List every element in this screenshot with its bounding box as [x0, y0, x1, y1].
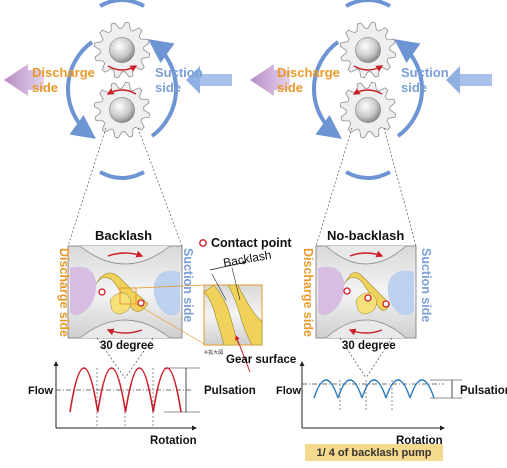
contact-point-marker	[98, 288, 106, 296]
contact-point-legend-icon	[199, 239, 207, 247]
zoom-guide-line	[67, 127, 107, 247]
backlash-title: Backlash	[95, 228, 152, 243]
backlash-flow-curve	[69, 367, 182, 413]
contact-point-marker	[382, 300, 390, 308]
flow-pulse	[409, 379, 435, 399]
circulation-arrow-right	[148, 39, 179, 138]
circulation-arrow-left	[65, 40, 96, 139]
right-discharge-label-1: Discharge	[277, 65, 340, 80]
circulation-arrow-right	[394, 39, 425, 138]
left-gear-pump	[65, 0, 179, 180]
flow-pulse	[337, 379, 363, 399]
left-degree-label: 30 degree	[100, 340, 154, 352]
zoom-note: ※拡大図	[204, 349, 223, 356]
rotation-arrow	[106, 88, 137, 95]
suction-arrow-body	[200, 74, 232, 86]
right-gear-pump	[311, 0, 425, 180]
left-graph-y-label: Flow	[28, 385, 53, 397]
zoom-callout	[203, 260, 263, 373]
circulation-arrow-left	[311, 40, 342, 139]
flow-pulse	[313, 379, 339, 399]
flow-pulse	[361, 379, 387, 399]
flow-pulse	[124, 367, 155, 413]
no-backlash-flow-graph	[299, 361, 462, 431]
flow-pulse	[152, 367, 182, 413]
no-backlash-detail-view	[315, 245, 417, 339]
gear-hub	[355, 37, 381, 63]
backlash-label: Backlash	[222, 248, 272, 270]
contact-point-marker	[343, 287, 351, 295]
right-graph-y-label: Flow	[276, 385, 301, 397]
no-backlash-flow-curve	[313, 379, 435, 399]
gear-hub	[109, 37, 135, 63]
comparison-badge	[305, 444, 443, 461]
zoom-guide-line	[137, 127, 183, 247]
flow-pulse	[385, 379, 411, 399]
right-discharge-label-2: side	[277, 80, 303, 95]
contact-point-label: Contact point	[211, 236, 292, 250]
circulation-arrow-top	[345, 0, 391, 8]
suction-arrow-head	[446, 66, 460, 94]
comparison-badge-text: 1/ 4 of backlash pump	[317, 447, 432, 459]
lower-gear	[93, 81, 151, 139]
circulation-arrow-top	[99, 0, 145, 8]
right-pulsation-label: Pulsation	[460, 385, 507, 397]
left-discharge-side-vertical: Discharge side	[57, 248, 71, 337]
left-pulsation-label: Pulsation	[204, 385, 256, 397]
backlash-flow-graph	[53, 361, 200, 431]
contact-point-marker	[137, 299, 145, 307]
left-suction-label-2: side	[155, 80, 181, 95]
right-degree-label: 30 degree	[342, 340, 396, 352]
backlash-detail-view	[67, 245, 183, 339]
circulation-arrow-bottom	[345, 170, 391, 180]
gear-hub	[109, 97, 135, 123]
discharge-arrow	[250, 64, 290, 96]
rotation-arrow	[107, 65, 138, 72]
upper-gear	[339, 21, 397, 79]
contact-point-marker	[364, 294, 372, 302]
left-suction-side-vertical: Suction side	[181, 248, 195, 322]
gear-hub	[355, 97, 381, 123]
rotation-arrow	[353, 65, 384, 72]
suction-arrow-body	[460, 74, 492, 86]
flow-pulse	[96, 367, 127, 413]
right-suction-label-2: side	[401, 80, 427, 95]
discharge-arrow	[4, 64, 44, 96]
suction-arrow-head	[186, 66, 200, 94]
no-backlash-title: No-backlash	[327, 228, 404, 243]
right-suction-label-1: Suction	[401, 65, 449, 80]
left-discharge-label-1: Discharge	[32, 65, 95, 80]
lower-gear	[339, 81, 397, 139]
left-graph-x-label: Rotation	[150, 435, 197, 447]
zoom-guide-line	[315, 127, 353, 247]
left-suction-label-1: Suction	[155, 65, 203, 80]
left-discharge-label-2: side	[32, 80, 58, 95]
flow-pulse	[69, 367, 99, 413]
zoom-guide-line	[383, 127, 417, 247]
right-discharge-side-vertical: Discharge side	[301, 248, 315, 337]
gear-surface-label: Gear surface	[226, 354, 296, 366]
right-suction-side-vertical: Suction side	[419, 248, 433, 322]
rotation-arrow	[352, 88, 383, 95]
circulation-arrow-bottom	[99, 170, 145, 180]
